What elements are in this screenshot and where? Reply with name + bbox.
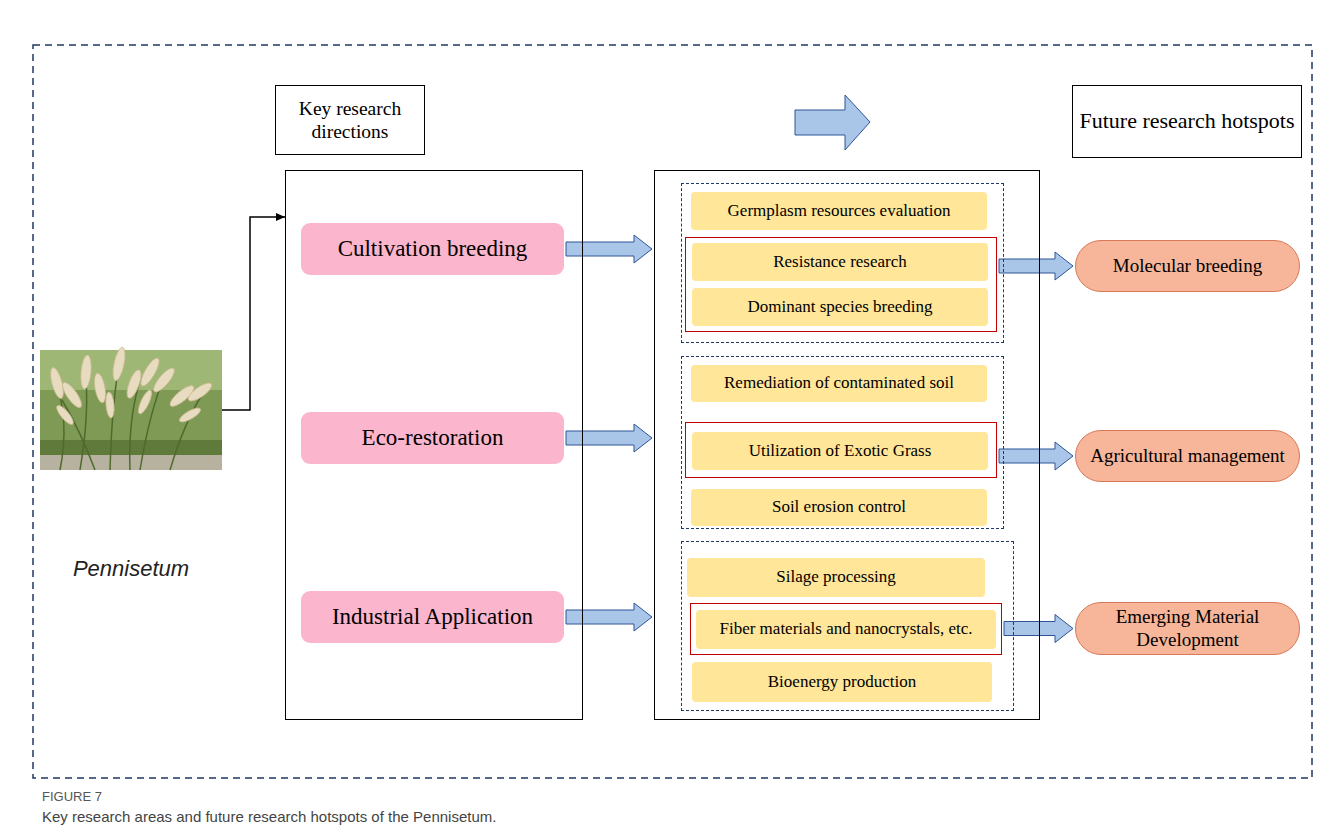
node-label: Industrial Application bbox=[332, 603, 533, 631]
panel-box: Germplasm resources evaluationResistance… bbox=[654, 170, 1040, 720]
node-label: Silage processing bbox=[776, 567, 895, 587]
outer-dashed-frame bbox=[33, 45, 1312, 778]
topic-box: Dominant species breeding bbox=[692, 288, 988, 326]
topic-box: Soil erosion control bbox=[691, 489, 987, 526]
node-label: Remediation of contaminated soil bbox=[724, 373, 954, 393]
highlight-box: Utilization of Exotic Grass bbox=[685, 422, 997, 478]
node-label: Future research hotspots bbox=[1079, 108, 1294, 134]
node-label: Cultivation breeding bbox=[338, 235, 528, 263]
block-arrow bbox=[566, 603, 652, 631]
node-label: Germplasm resources evaluation bbox=[728, 201, 951, 221]
block-arrow bbox=[566, 235, 652, 263]
dashed-group: Remediation of contaminated soilUtilizat… bbox=[681, 356, 1004, 529]
topic-box: Remediation of contaminated soil bbox=[691, 365, 987, 402]
node-label: Eco-restoration bbox=[362, 424, 504, 452]
node-label: Key research directions bbox=[276, 97, 424, 144]
node-label: Resistance research bbox=[773, 252, 907, 272]
figure-number: FIGURE 7 bbox=[42, 789, 102, 804]
topic-box: Bioenergy production bbox=[692, 662, 992, 702]
node-label: Utilization of Exotic Grass bbox=[749, 441, 932, 461]
hotspot-pill: Agricultural management bbox=[1075, 430, 1300, 482]
dashed-group: Germplasm resources evaluationResistance… bbox=[681, 183, 1004, 343]
figure-caption: Key research areas and future research h… bbox=[42, 808, 496, 825]
node-label: Molecular breeding bbox=[1113, 255, 1262, 278]
header-box: Key research directions bbox=[275, 85, 425, 155]
grass-photo bbox=[40, 346, 222, 470]
node-label: Agricultural management bbox=[1090, 445, 1285, 468]
panel-box: Cultivation breedingEco-restorationIndus… bbox=[285, 170, 583, 720]
hotspot-pill: Molecular breeding bbox=[1075, 240, 1300, 292]
block-arrow bbox=[566, 424, 652, 452]
direction-pill: Eco-restoration bbox=[301, 412, 564, 464]
hotspot-pill: Emerging Material Development bbox=[1075, 602, 1300, 655]
dashed-group: Silage processingFiber materials and nan… bbox=[681, 541, 1014, 711]
topic-box: Germplasm resources evaluation bbox=[691, 192, 987, 230]
node-label: Emerging Material Development bbox=[1082, 606, 1293, 652]
topic-box: Fiber materials and nanocrystals, etc. bbox=[696, 610, 996, 649]
highlight-box: Fiber materials and nanocrystals, etc. bbox=[690, 603, 1002, 655]
node-label: Soil erosion control bbox=[772, 497, 906, 517]
block-arrow bbox=[999, 442, 1073, 470]
block-arrow bbox=[999, 252, 1073, 280]
topic-box: Utilization of Exotic Grass bbox=[692, 432, 988, 470]
header-box: Future research hotspots bbox=[1072, 85, 1302, 158]
highlight-box: Resistance researchDominant species bree… bbox=[685, 237, 997, 332]
header-chevron-arrow bbox=[795, 95, 870, 150]
photo-node: Pennisetum bbox=[40, 350, 222, 582]
node-label: Fiber materials and nanocrystals, etc. bbox=[719, 619, 972, 639]
node-label: Dominant species breeding bbox=[747, 297, 932, 317]
topic-box: Silage processing bbox=[687, 558, 985, 597]
node-label: Bioenergy production bbox=[768, 672, 916, 692]
topic-box: Resistance research bbox=[692, 243, 988, 281]
direction-pill: Industrial Application bbox=[301, 591, 564, 643]
node-label: Pennisetum bbox=[73, 556, 189, 582]
block-arrow bbox=[1004, 615, 1073, 643]
direction-pill: Cultivation breeding bbox=[301, 223, 564, 275]
elbow-connector bbox=[222, 217, 285, 410]
